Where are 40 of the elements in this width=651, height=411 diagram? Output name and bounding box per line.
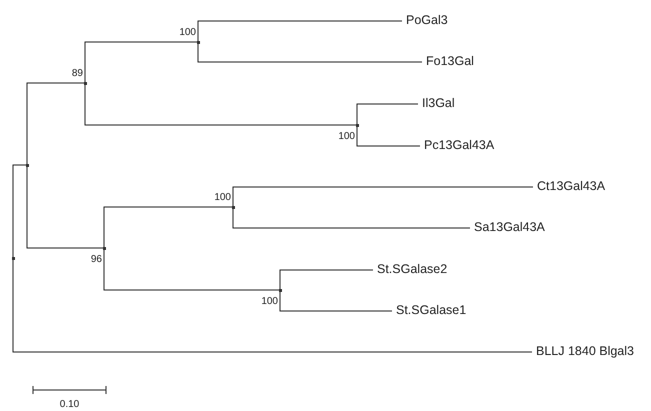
tree-branch — [232, 186, 534, 208]
branch-junction — [26, 164, 29, 167]
taxon-label: St.SGalase2 — [377, 262, 448, 277]
taxon-label: Ct13Gal43A — [537, 179, 606, 194]
tree-branch — [84, 82, 358, 126]
tree-branch — [356, 124, 420, 146]
tree-branch — [280, 270, 374, 290]
branch-junction — [279, 289, 282, 292]
tree-branch — [104, 248, 280, 290]
taxon-label: Pc13Gal43A — [424, 138, 494, 153]
tree-branch — [198, 20, 402, 42]
tree-branch — [12, 164, 28, 258]
bootstrap-value: 96 — [90, 254, 102, 266]
tree-branch — [104, 206, 234, 248]
tree-branch — [232, 206, 470, 228]
bootstrap-value: 100 — [213, 192, 231, 204]
bootstrap-value: 100 — [337, 131, 355, 143]
taxon-label: St.SGalase1 — [396, 303, 466, 318]
tree-branch — [198, 42, 422, 62]
tree-branch — [84, 42, 198, 84]
scale-label: 0.10 — [58, 399, 80, 411]
tree-branch — [280, 290, 392, 312]
taxon-label: BLLJ 1840 Blgal3 — [536, 344, 634, 359]
taxon-label: Il3Gal — [422, 96, 455, 111]
branch-junction — [197, 41, 200, 44]
bootstrap-value: 89 — [70, 68, 83, 80]
branch-junction — [103, 247, 106, 250]
branch-junction — [356, 124, 359, 127]
branch-junction — [12, 257, 15, 260]
taxon-label: Sa13Gal43A — [474, 220, 545, 235]
tree-branch — [26, 82, 86, 166]
tree-branch — [26, 164, 104, 248]
taxon-label: Fo13Gal — [426, 54, 474, 69]
bootstrap-value: 100 — [260, 296, 278, 308]
branch-junction — [232, 206, 235, 209]
tree-branch — [12, 258, 532, 352]
tree-branch — [356, 104, 418, 126]
bootstrap-value: 100 — [178, 27, 196, 39]
branch-junction — [84, 82, 87, 85]
taxon-label: PoGal3 — [406, 13, 448, 28]
